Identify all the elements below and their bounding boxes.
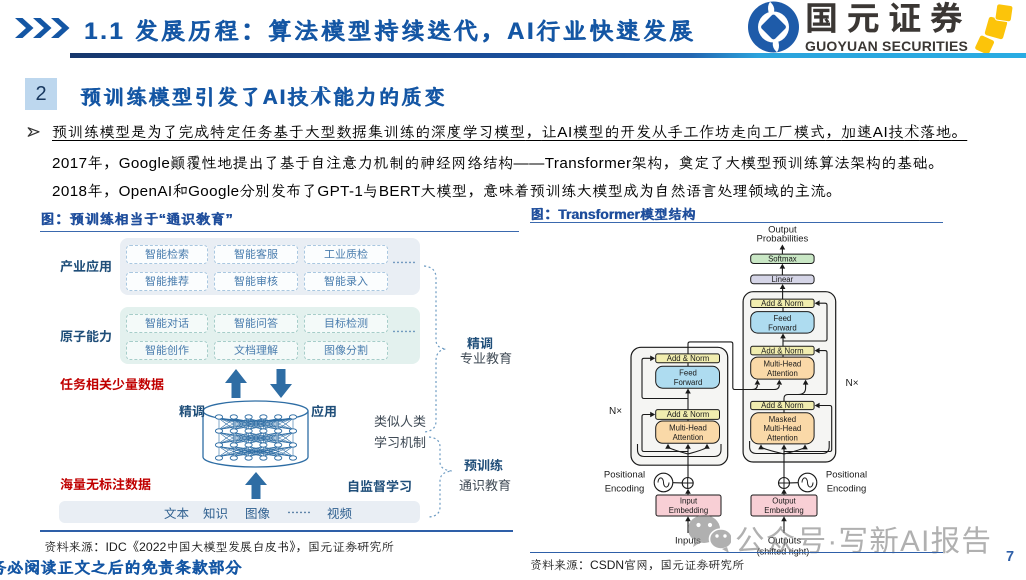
- svg-text:Probabilities: Probabilities: [757, 234, 809, 245]
- svg-text:Add & Norm: Add & Norm: [761, 346, 803, 355]
- svg-text:Embedding: Embedding: [764, 506, 803, 515]
- svg-text:Embedding: Embedding: [669, 506, 708, 515]
- svg-text:Outputs: Outputs: [768, 536, 802, 547]
- svg-text:Linear: Linear: [772, 275, 794, 284]
- svg-text:Multi-Head: Multi-Head: [764, 424, 802, 433]
- svg-text:Attention: Attention: [767, 433, 798, 442]
- svg-text:Forward: Forward: [768, 323, 797, 332]
- svg-text:Feed: Feed: [679, 369, 697, 378]
- svg-text:Output: Output: [768, 225, 797, 236]
- svg-text:Encoding: Encoding: [827, 484, 867, 495]
- svg-text:Positional: Positional: [604, 470, 645, 481]
- svg-text:Input: Input: [680, 497, 698, 506]
- svg-text:Add & Norm: Add & Norm: [761, 299, 803, 308]
- svg-text:Attention: Attention: [673, 433, 704, 442]
- svg-text:Positional: Positional: [826, 470, 867, 481]
- svg-text:Forward: Forward: [674, 378, 703, 387]
- svg-text:Masked: Masked: [769, 415, 796, 424]
- svg-text:Feed: Feed: [774, 314, 792, 323]
- svg-text:Add & Norm: Add & Norm: [667, 410, 709, 419]
- svg-text:Output: Output: [772, 497, 796, 506]
- svg-text:(shifted right): (shifted right): [757, 547, 810, 557]
- svg-text:Multi-Head: Multi-Head: [669, 424, 707, 433]
- svg-text:Multi-Head: Multi-Head: [764, 359, 802, 368]
- svg-text:Attention: Attention: [767, 369, 798, 378]
- svg-text:Add & Norm: Add & Norm: [667, 354, 709, 363]
- svg-text:Softmax: Softmax: [768, 255, 797, 264]
- svg-text:N×: N×: [609, 406, 622, 417]
- svg-text:N×: N×: [845, 378, 858, 389]
- svg-text:Inputs: Inputs: [675, 536, 701, 547]
- svg-text:Encoding: Encoding: [605, 484, 645, 495]
- svg-text:Add & Norm: Add & Norm: [761, 401, 803, 410]
